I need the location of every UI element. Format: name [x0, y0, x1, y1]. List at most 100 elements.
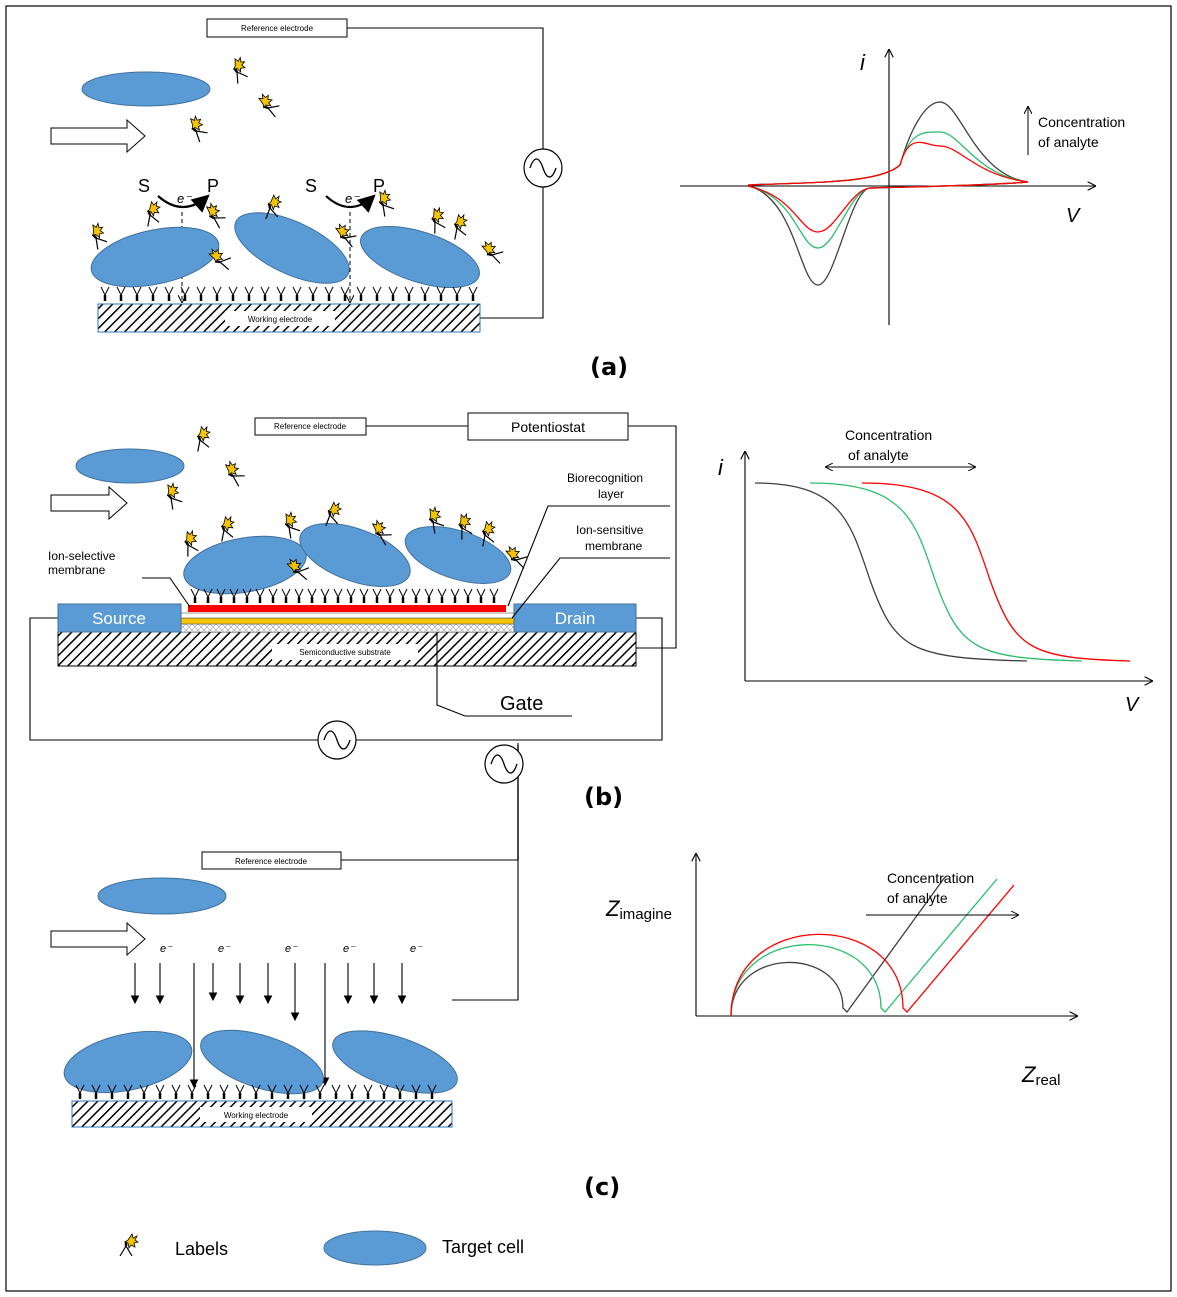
antibody-icon [451, 285, 463, 303]
nyquist-annotation-line2: of analyte [887, 890, 948, 906]
target-cell-bound-c [200, 1029, 324, 1095]
panel-a-circuit: Reference electrode [206, 18, 563, 319]
target-cell-free-b [75, 448, 185, 484]
antibody-icon [384, 587, 396, 605]
nyquist-annotation-line1: Concentration [887, 870, 974, 886]
antibody-icon [332, 587, 344, 605]
nyquist-curve-low [730, 876, 946, 1017]
antibody-icon [371, 285, 383, 303]
antibody-icon [378, 1083, 390, 1101]
antibody-icon [345, 587, 357, 605]
cv-annotation-line2: of analyte [1038, 134, 1099, 150]
enzyme-reaction-2: S P e⁻ [305, 176, 385, 302]
cv-curve-low [747, 101, 1029, 286]
target-cell-bound-a [90, 226, 220, 288]
electron-label: e⁻ [410, 943, 423, 955]
panel-a-label: (a) [590, 353, 628, 381]
product-label: P [373, 176, 385, 196]
cv-chart: i V Concentration of analyte [680, 50, 1125, 325]
biorecognition-layer [188, 605, 506, 612]
leader-line [436, 634, 572, 717]
label-icon [82, 219, 113, 251]
label-icon [330, 221, 360, 249]
antibody-icon [397, 587, 409, 605]
enzyme-reaction-1: S P e⁻ [138, 176, 219, 302]
potentiostat-label: Potentiostat [511, 419, 585, 435]
electron-label: e⁻ [343, 943, 356, 955]
label-icon [320, 499, 345, 528]
antibody-layer-a [99, 285, 479, 303]
panel-c-circuit [341, 743, 524, 1001]
cv-y-axis-label: i [860, 50, 866, 75]
antibody-icon [99, 285, 111, 303]
cv-curve-high [747, 141, 1029, 233]
substrate-label-b: Semiconductive substrate [299, 648, 391, 657]
label-icon [253, 91, 283, 119]
antibody-icon [189, 587, 201, 605]
reference-electrode-label-a: Reference electrode [241, 24, 314, 33]
label-icon [199, 200, 230, 230]
antibody-icon [462, 587, 474, 605]
antibody-icon [227, 285, 239, 303]
target-cell-bound-c [332, 1030, 458, 1094]
ion-selective-label-2: membrane [48, 563, 106, 577]
figure-border [5, 5, 1172, 1292]
ion-selective-label-1: Ion-selective [48, 549, 116, 563]
antibody-icon [475, 587, 487, 605]
antibody-icon [419, 285, 431, 303]
panel-b: Reference electrode Potentiostat Semicon… [29, 412, 1152, 811]
antibody-icon [267, 587, 279, 605]
iv-curve-low [754, 482, 1028, 662]
legend: Labels Target cell [118, 1230, 524, 1266]
legend-labels-text: Labels [175, 1239, 228, 1259]
antibody-icon [243, 285, 255, 303]
antibody-icon [403, 285, 415, 303]
iv-annotation-line1: Concentration [845, 427, 932, 443]
antibody-icon [202, 1083, 214, 1101]
target-cell-bound-c [63, 1030, 193, 1094]
cv-annotation-line1: Concentration [1038, 114, 1125, 130]
ion-sensitive-label-1: Ion-sensitive [576, 523, 644, 537]
antibody-icon [293, 587, 305, 605]
antibody-icon [371, 587, 383, 605]
target-cell-bound-a [234, 212, 350, 284]
gate-label: Gate [500, 693, 543, 715]
electron-flow-c: e⁻e⁻e⁻e⁻e⁻ [130, 943, 423, 1089]
ac-source-icon [317, 720, 357, 760]
antibody-icon [449, 587, 461, 605]
iv-y-axis-label: i [718, 455, 724, 480]
nyquist-y-axis-label: Zimagine [605, 896, 672, 923]
label-icon [223, 54, 254, 85]
antibody-icon [131, 285, 143, 303]
flow-arrow-icon [50, 485, 128, 521]
antibody-icon [339, 285, 351, 303]
ac-source-icon [484, 744, 524, 784]
electron-label: e⁻ [345, 191, 360, 206]
flow-arrow-icon [50, 118, 146, 154]
iv-x-axis-label: V [1125, 694, 1140, 716]
antibody-icon [186, 1083, 198, 1101]
antibody-icon [423, 587, 435, 605]
antibody-icon [307, 285, 319, 303]
label-icon [175, 527, 205, 558]
target-cell-free-c [97, 877, 227, 915]
electron-label: e⁻ [218, 943, 231, 955]
antibody-icon [330, 1083, 342, 1101]
drain-block [513, 603, 637, 633]
nyquist-curve-high [730, 884, 1015, 1017]
antibody-icon [259, 285, 271, 303]
antibody-icon [488, 587, 500, 605]
source-label: Source [92, 609, 146, 628]
label-icon [157, 479, 188, 511]
antibody-icon [323, 285, 335, 303]
label-icon [477, 239, 507, 265]
antibody-icon [362, 1083, 374, 1101]
leader-line [511, 557, 670, 619]
electron-label: e⁻ [160, 943, 173, 955]
substrate-label: S [305, 176, 317, 196]
source-block [57, 603, 182, 633]
antibody-icon [319, 587, 331, 605]
iv-curve-high [861, 482, 1131, 662]
antibody-icon [306, 587, 318, 605]
